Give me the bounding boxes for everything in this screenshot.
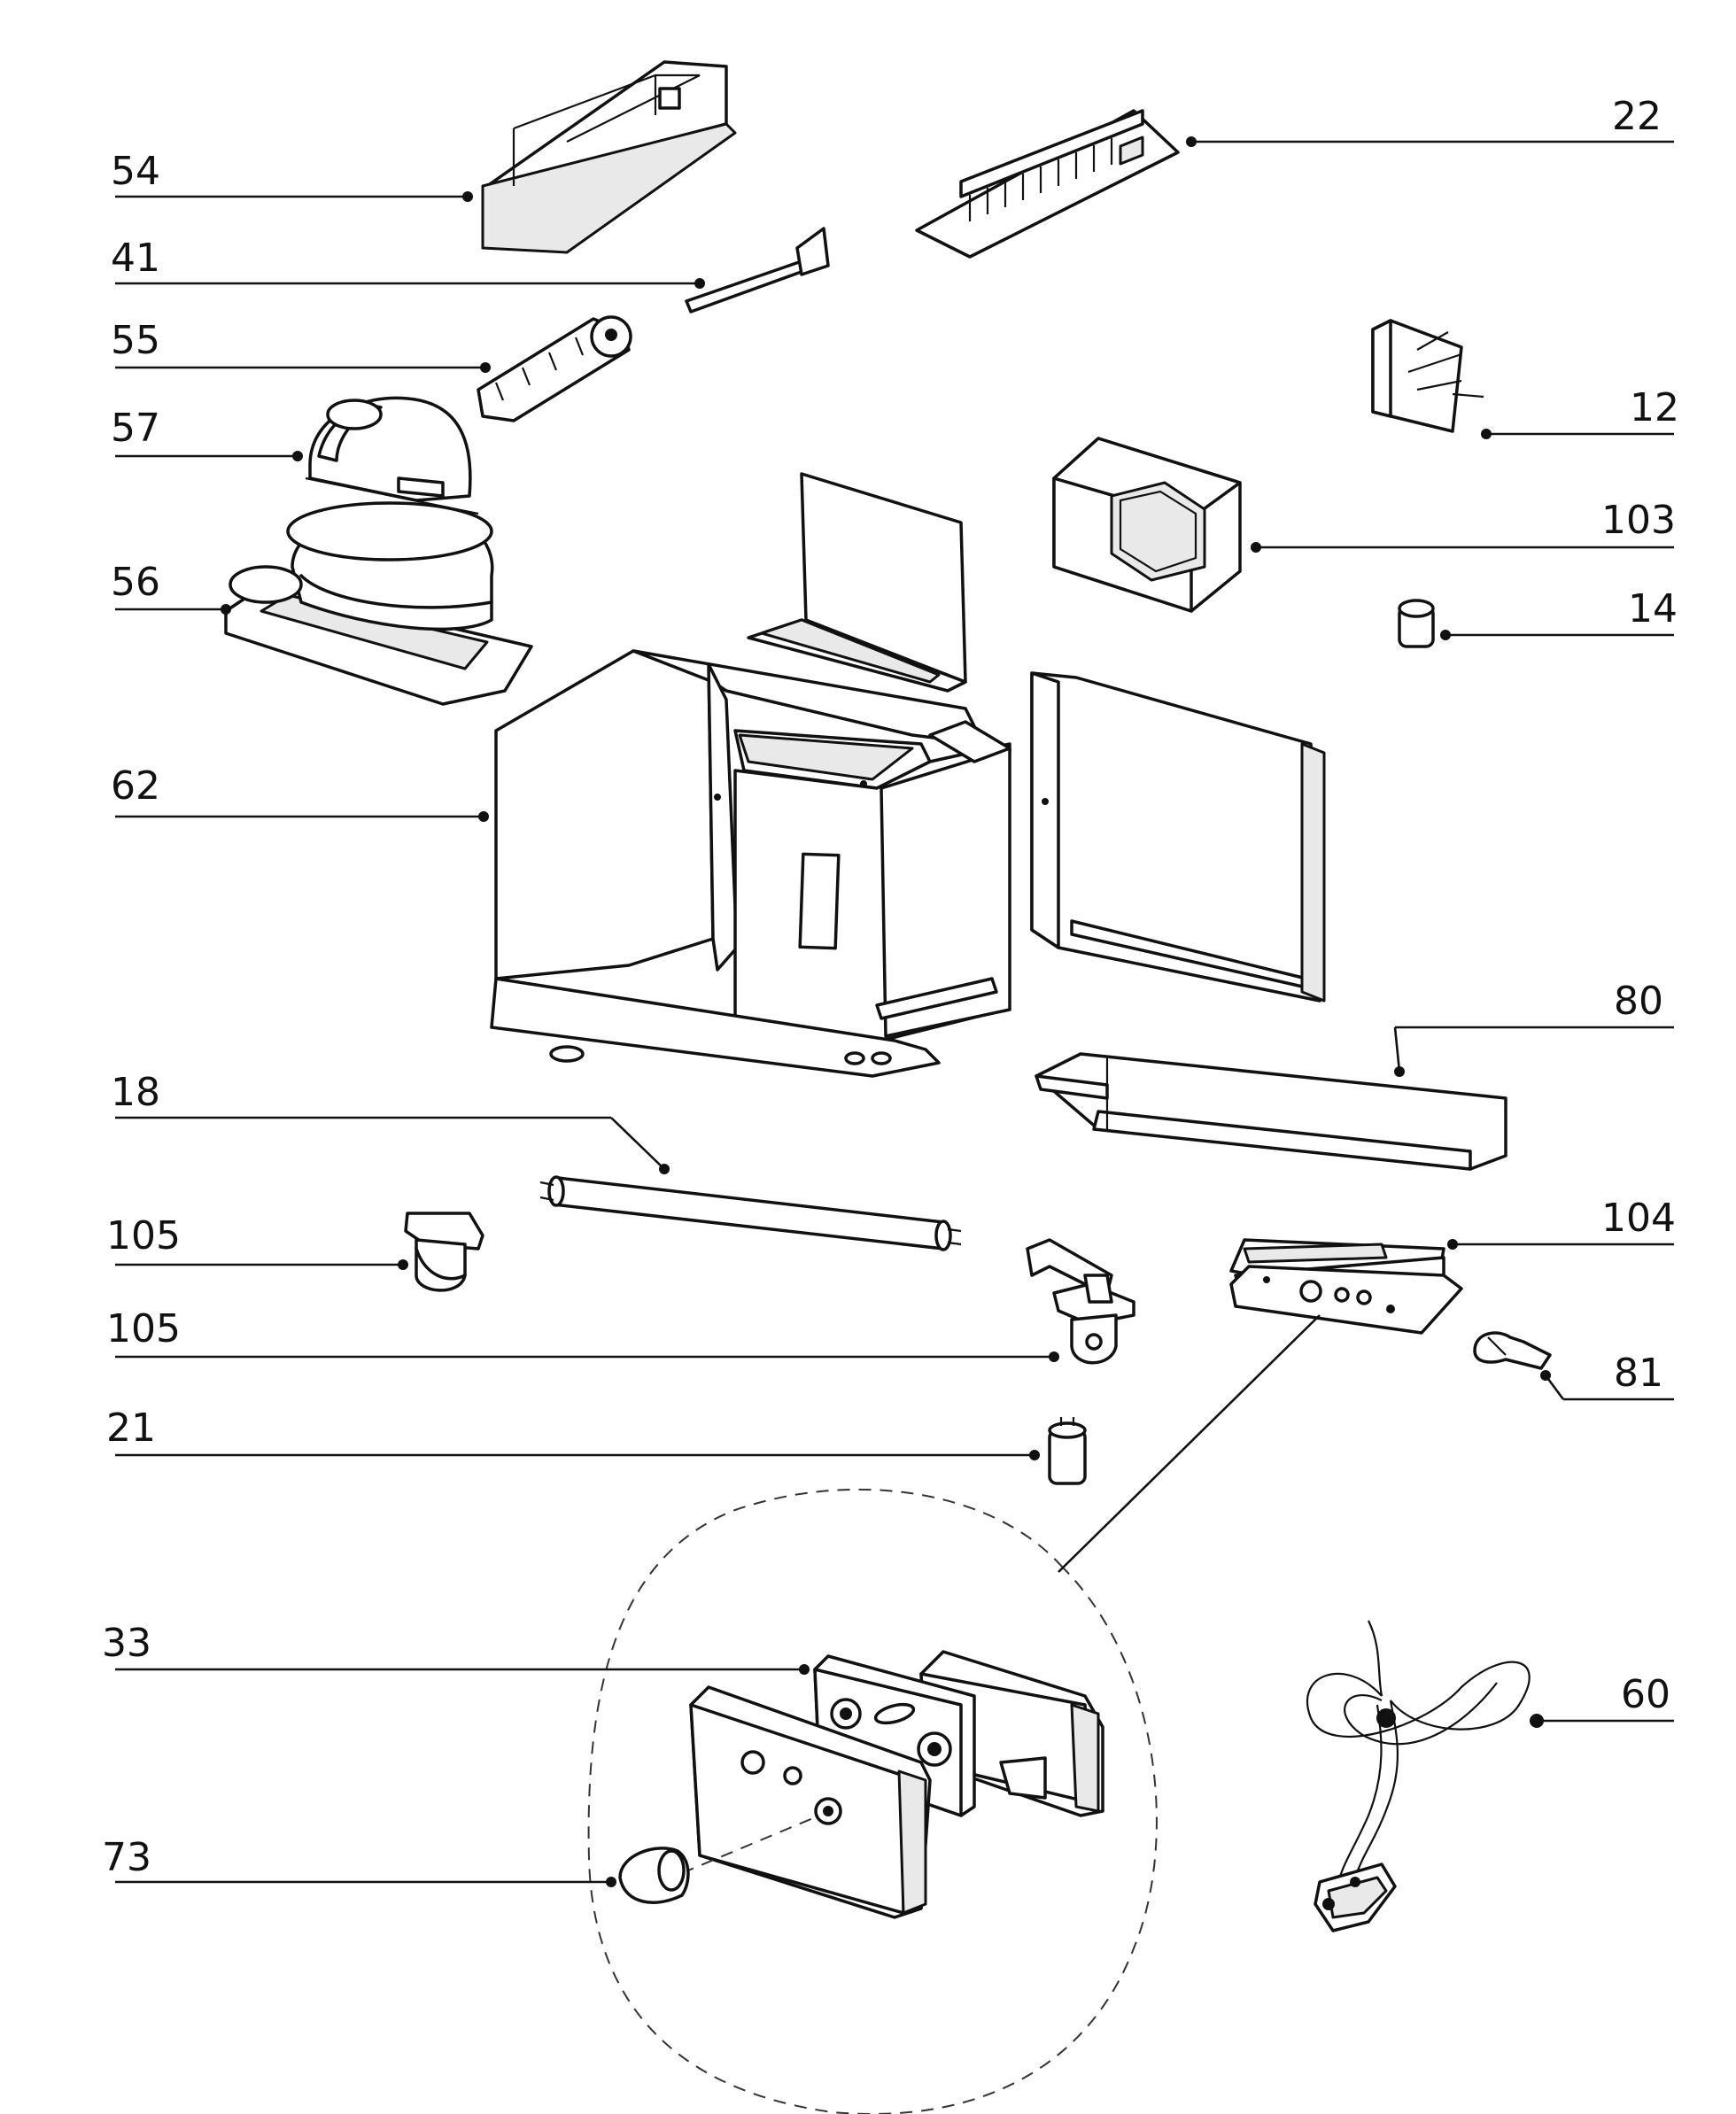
svg-text:55: 55 — [111, 318, 160, 363]
svg-text:81: 81 — [1614, 1351, 1663, 1396]
part-73-knob — [618, 1847, 690, 1904]
part-33-control-panel — [681, 1650, 1104, 1919]
callout-105-lower: 105 — [106, 1306, 1059, 1362]
svg-text:21: 21 — [106, 1405, 156, 1451]
svg-text:105: 105 — [106, 1213, 181, 1258]
callout-22: 22 — [1186, 94, 1674, 147]
svg-text:57: 57 — [111, 406, 160, 451]
callout-55: 55 — [111, 318, 491, 373]
part-door-panel — [1030, 671, 1326, 1003]
callout-12: 12 — [1481, 385, 1679, 439]
detail-circle — [587, 1314, 1321, 2114]
part-105-holder-left — [404, 1212, 484, 1292]
callout-60: 60 — [1530, 1672, 1674, 1728]
part-81-clip — [1473, 1331, 1552, 1370]
callout-105-upper: 105 — [106, 1213, 408, 1270]
part-center-panel — [747, 472, 967, 693]
callout-103: 103 — [1251, 498, 1676, 553]
callout-57: 57 — [111, 406, 303, 461]
part-41-strip — [685, 227, 830, 314]
svg-text:60: 60 — [1621, 1672, 1670, 1717]
callout-56: 56 — [111, 560, 231, 615]
svg-text:33: 33 — [102, 1621, 151, 1666]
part-18-tube — [539, 1175, 962, 1251]
callout-14: 14 — [1440, 586, 1678, 640]
part-56-fan-plate — [224, 501, 533, 706]
part-55-roller — [477, 315, 632, 422]
part-21-starter — [1048, 1417, 1087, 1485]
callout-33: 33 — [102, 1621, 810, 1675]
part-103-box — [1052, 437, 1242, 613]
callout-80: 80 — [1393, 979, 1674, 1077]
svg-text:105: 105 — [106, 1306, 181, 1351]
part-80-channel — [1035, 1052, 1507, 1171]
part-12-component — [1371, 319, 1484, 433]
part-22-comb-plate — [915, 109, 1180, 259]
callout-54: 54 — [111, 149, 473, 202]
part-57-dome — [305, 396, 479, 515]
svg-text:22: 22 — [1612, 94, 1662, 139]
svg-text:54: 54 — [111, 149, 160, 194]
part-105-holder-right — [1026, 1238, 1135, 1365]
svg-text:103: 103 — [1601, 498, 1676, 543]
callout-81: 81 — [1540, 1351, 1674, 1401]
svg-text:12: 12 — [1630, 385, 1679, 430]
svg-text:80: 80 — [1614, 979, 1663, 1024]
svg-text:73: 73 — [102, 1835, 151, 1880]
callout-104: 104 — [1447, 1196, 1676, 1250]
svg-text:41: 41 — [111, 236, 160, 281]
svg-text:14: 14 — [1628, 586, 1678, 631]
part-54-tray — [481, 60, 737, 254]
part-14-cap — [1398, 599, 1435, 648]
callout-62: 62 — [111, 763, 489, 822]
svg-text:56: 56 — [111, 560, 160, 605]
callout-41: 41 — [111, 236, 705, 289]
part-62-housing — [490, 649, 1011, 1078]
part-104-switch-box — [1229, 1238, 1463, 1335]
callout-21: 21 — [106, 1405, 1040, 1460]
callout-73: 73 — [102, 1835, 616, 1887]
part-60-cord — [1306, 1620, 1531, 1932]
callout-18: 18 — [111, 1070, 670, 1174]
svg-text:104: 104 — [1601, 1196, 1676, 1241]
svg-text:18: 18 — [111, 1070, 160, 1115]
svg-text:62: 62 — [111, 763, 160, 809]
